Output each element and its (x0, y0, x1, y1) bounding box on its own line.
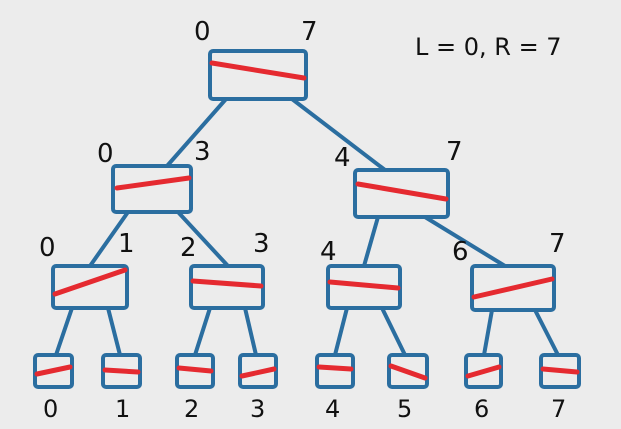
tree-edges (54, 97, 560, 357)
tree-leaf: 4 (315, 353, 355, 423)
tree-node: 6 7 (452, 229, 566, 312)
node-hi-label: 7 (301, 17, 318, 47)
leaf-label: 7 (551, 395, 566, 423)
node-lo-label: 4 (334, 143, 351, 173)
node-hi-label: 3 (253, 229, 270, 259)
leaf-label: 1 (115, 395, 130, 423)
tree-node: 0 1 (39, 229, 135, 310)
leaf-label: 6 (474, 395, 489, 423)
tree-node: 4 7 (334, 137, 463, 219)
tree-leaf: 0 (33, 353, 74, 423)
tree-node: 2 3 (180, 229, 270, 310)
leaf-label: 4 (325, 395, 340, 423)
tree-node: 4 (320, 237, 402, 310)
node-hi-label: 7 (549, 229, 566, 259)
node-lo-label: 0 (39, 233, 56, 263)
range-title: L = 0, R = 7 (415, 33, 562, 61)
leaf-label: 2 (184, 395, 199, 423)
tree-leaf: 3 (238, 353, 278, 423)
node-lo-label: 0 (194, 17, 211, 47)
tree-leaf: 5 (387, 353, 429, 423)
tree-node: 0 3 (97, 137, 211, 214)
tree-leaf: 1 (101, 353, 142, 423)
node-hi-label: 3 (194, 137, 211, 167)
node-lo-label: 0 (97, 139, 114, 169)
tree-node-root: 0 7 (194, 17, 318, 101)
tree-leaf: 6 (464, 353, 503, 423)
leaf-label: 3 (250, 395, 265, 423)
node-lo-label: 6 (452, 237, 469, 267)
node-lo-label: 4 (320, 237, 337, 267)
tree-leaf: 7 (539, 353, 581, 423)
leaf-label: 5 (397, 395, 412, 423)
tree-leaf: 2 (175, 353, 215, 423)
node-lo-label: 2 (180, 233, 197, 263)
node-hi-label: 1 (118, 229, 135, 259)
node-hi-label: 7 (446, 137, 463, 167)
leaf-label: 0 (43, 395, 58, 423)
